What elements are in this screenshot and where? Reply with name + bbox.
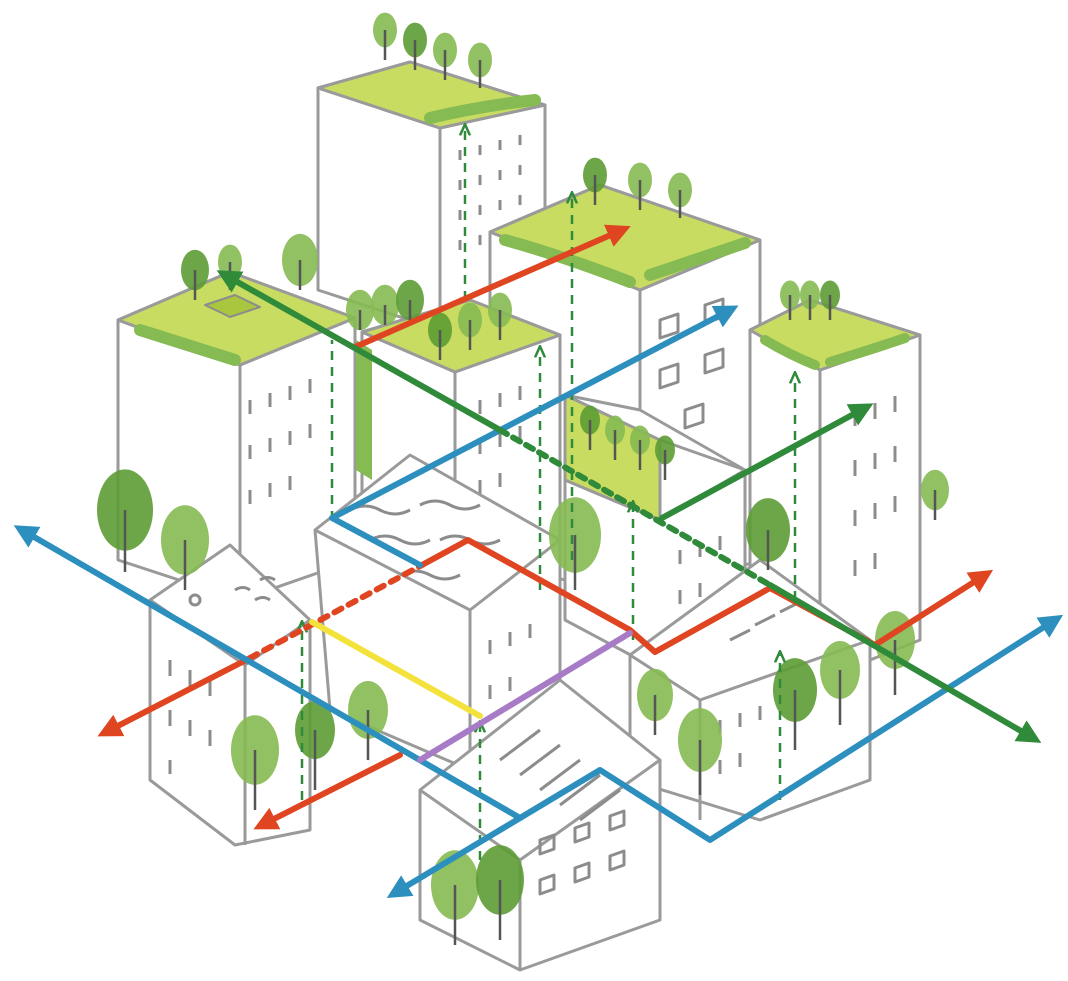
tree	[488, 292, 512, 340]
tree	[605, 415, 625, 460]
tree	[921, 469, 949, 520]
yellow-link	[309, 619, 483, 719]
purple-link	[417, 630, 633, 763]
red-link-bottom	[253, 752, 403, 830]
tree	[231, 715, 279, 810]
tree	[630, 425, 650, 470]
tree	[678, 708, 722, 795]
green-link-end	[767, 582, 1042, 743]
building-tower-back	[316, 60, 547, 332]
tree	[371, 284, 399, 326]
tree	[820, 280, 840, 320]
tree	[655, 435, 675, 480]
connection-lines	[13, 224, 1064, 898]
tree	[580, 405, 600, 450]
blue-link-front	[386, 815, 523, 898]
tree	[637, 668, 673, 735]
red-link-rooftop	[352, 224, 631, 350]
tree	[433, 32, 457, 80]
tree	[396, 279, 424, 321]
tree	[458, 302, 482, 350]
tree	[181, 249, 209, 300]
green-link-right	[659, 403, 874, 521]
tree	[628, 162, 652, 210]
tree	[428, 312, 452, 360]
tree	[800, 280, 820, 320]
tree	[295, 701, 335, 790]
blue-link-main	[13, 525, 1064, 843]
tree	[780, 280, 800, 320]
tree	[476, 845, 524, 940]
tree	[346, 289, 374, 331]
tree	[403, 22, 427, 70]
blue-link-upper	[329, 305, 739, 568]
tree	[468, 42, 492, 88]
green-link-dotted	[497, 427, 773, 588]
green-link-diagonal	[216, 270, 503, 433]
tree	[282, 233, 318, 290]
tree	[668, 172, 692, 218]
tree	[820, 641, 860, 725]
buildings-layer	[116, 60, 922, 972]
tree	[373, 12, 397, 60]
tree	[773, 658, 817, 750]
tree	[583, 157, 607, 205]
red-link-left	[97, 655, 253, 737]
